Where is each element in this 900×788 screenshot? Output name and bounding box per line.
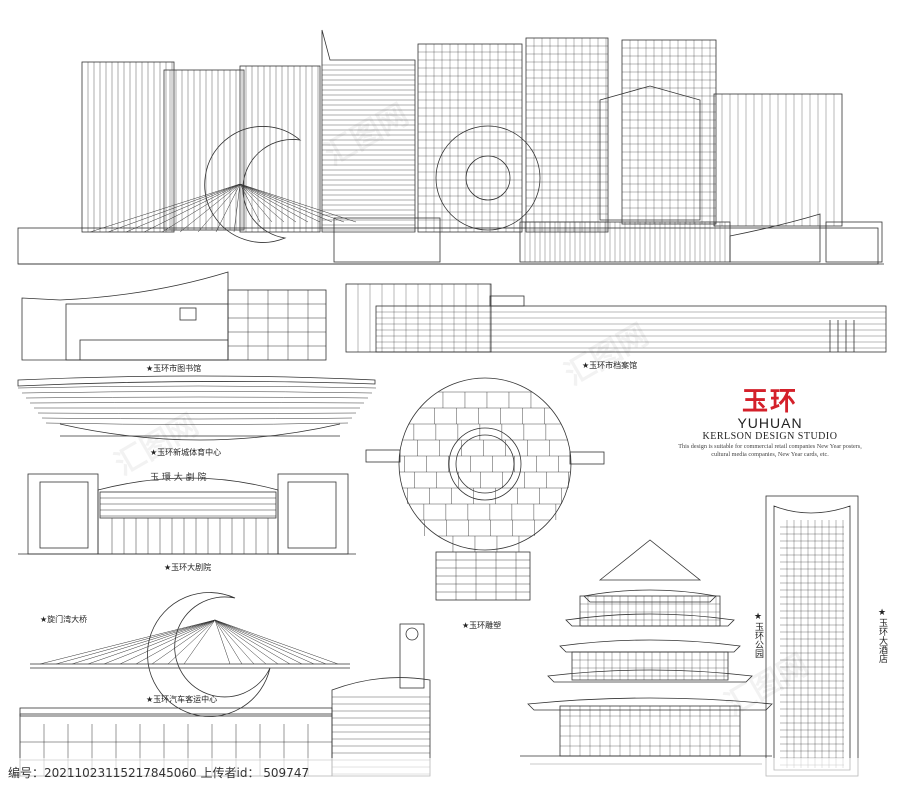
caption-park: ★玉环公园 — [753, 612, 763, 658]
caption-theater: ★玉环大剧院 — [164, 563, 212, 572]
footer-id-bar: 编号：20211023115217845060 上传者id： 509747 — [0, 758, 900, 788]
caption-sports-center: ★玉环新城体育中心 — [150, 448, 222, 457]
brand-studio: KERLSON DESIGN STUDIO — [702, 431, 838, 442]
brand-title-en: YUHUAN — [737, 415, 803, 431]
bridge-drawing — [30, 592, 350, 717]
svg-text:玉 環 大 劇 院: 玉 環 大 劇 院 — [150, 471, 206, 483]
caption-library: ★玉环市图书馆 — [146, 364, 202, 373]
sculpture-drawing — [365, 377, 605, 601]
archives-drawing — [345, 283, 887, 353]
brand-title-cn: 玉环 — [741, 387, 798, 417]
caption-bus-center: ★玉环汽车客运中心 — [146, 695, 218, 704]
library-drawing — [21, 271, 327, 361]
caption-hotel: ★玉环大酒店 — [877, 608, 887, 663]
pavilion-drawing — [520, 539, 773, 765]
theater-drawing: 玉 環 大 劇 院 — [18, 471, 356, 555]
skyline-panorama — [17, 29, 884, 265]
brand-desc-line1: This design is suitable for commercial r… — [678, 443, 862, 450]
hotel-tower-drawing — [765, 495, 859, 777]
brand-desc-line2: cultural media companies, New Year cards… — [711, 451, 829, 458]
caption-archives: ★玉环市档案馆 — [582, 361, 638, 370]
sports-center-drawing — [17, 375, 377, 441]
bus-center-drawing — [19, 623, 431, 777]
caption-bridge: ★旋门湾大桥 — [40, 615, 88, 624]
brand-block: 玉环 YUHUAN KERLSON DESIGN STUDIO This des… — [665, 388, 875, 459]
caption-sculpture: ★玉环雕塑 — [462, 621, 502, 630]
